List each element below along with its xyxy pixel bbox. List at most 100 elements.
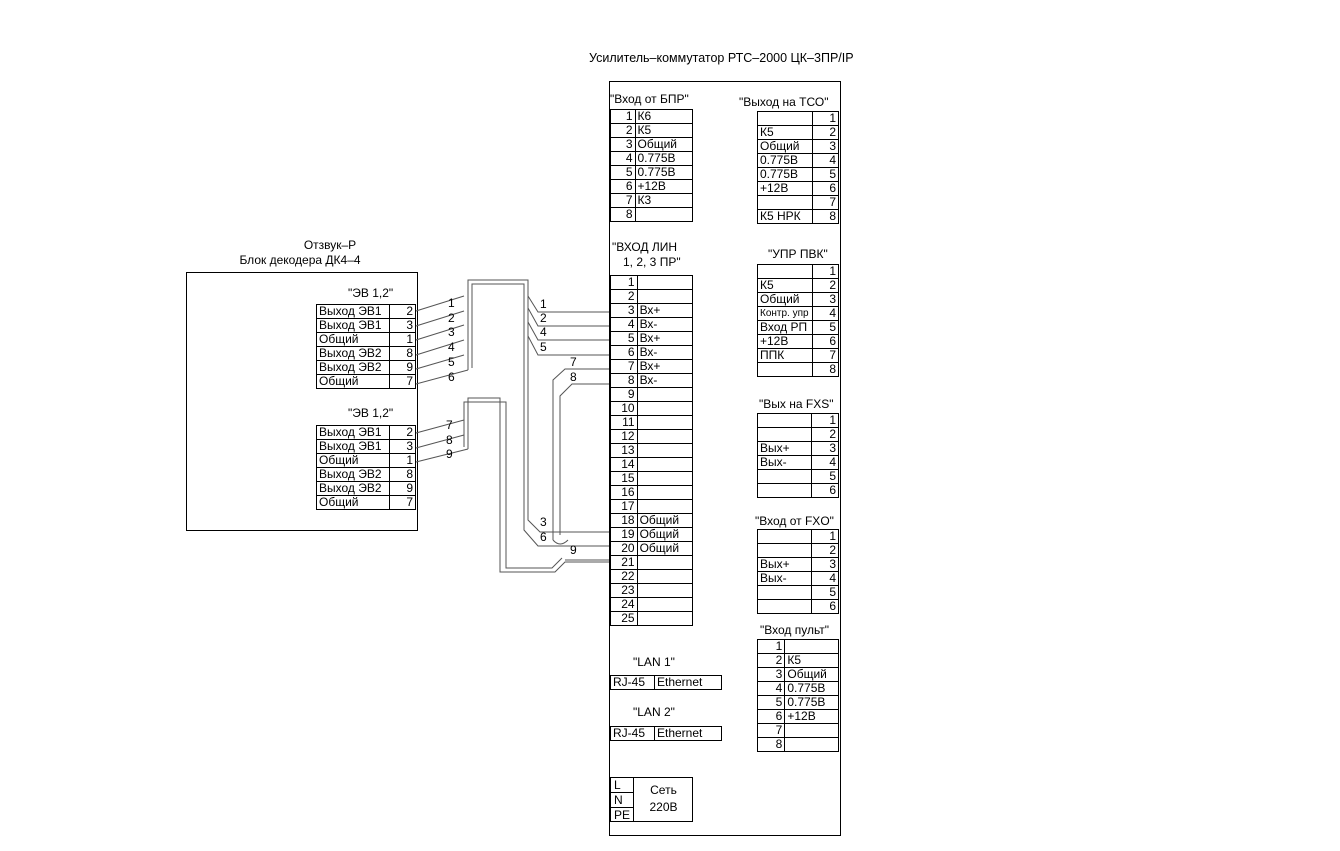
fxs-label: Вых+	[756, 441, 813, 456]
wire-label-left: 9	[446, 447, 453, 461]
tso-pin: 3	[811, 139, 840, 154]
cable-2	[467, 397, 609, 573]
bpr-label: К6	[634, 109, 693, 124]
lin-pin: 14	[610, 457, 638, 472]
wire-label-right: 1	[540, 297, 547, 311]
bpr-pin: 1	[610, 109, 636, 124]
fxs-label: Вых-	[756, 455, 813, 470]
tso-title: "Выход на ТСО"	[739, 95, 829, 109]
lan1-type: RJ-45	[610, 675, 655, 690]
pult-pin: 7	[756, 723, 786, 738]
fxo-pin: 3	[811, 557, 839, 572]
lin-pin: 16	[610, 485, 638, 500]
tso-label: 0.775В	[757, 153, 813, 168]
fxo-pin: 4	[811, 571, 839, 586]
fxs-row: Вых+3	[756, 441, 839, 456]
lin-label: Вх+	[636, 303, 694, 318]
device-pin-label: Общий	[316, 453, 390, 468]
pvk-label: Вход РП	[757, 320, 813, 335]
lan2-title: "LAN 2"	[633, 705, 675, 719]
lin-label: Вх+	[636, 331, 694, 346]
fxs-pin: 5	[811, 469, 839, 484]
lin-label	[636, 499, 694, 514]
tso-pin: 6	[811, 181, 840, 196]
wire-label-left: 5	[448, 355, 455, 369]
lin-row: 25	[610, 611, 694, 626]
lan1-title: "LAN 1"	[633, 655, 675, 669]
lin-row: 9	[610, 387, 694, 402]
lin-pin: 4	[610, 317, 638, 332]
lin-pin: 7	[610, 359, 638, 374]
fxs-pin: 1	[811, 413, 839, 428]
fxs-label	[756, 413, 813, 428]
lin-label: Вх-	[636, 373, 694, 388]
lin-pin: 11	[610, 415, 638, 430]
pvk-pin: 4	[811, 306, 840, 321]
wire-label-right: 7	[570, 355, 577, 369]
pult-pin: 8	[756, 737, 786, 752]
page-title: Усилитель–коммутатор РТС–2000 ЦК–3ПР/IP	[589, 51, 854, 65]
power-pin: N	[611, 793, 633, 808]
pvk-label: Общий	[757, 292, 813, 307]
wire-7	[415, 419, 465, 434]
lin-label	[636, 611, 694, 626]
pvk-row: 8	[757, 362, 840, 377]
bpr-pin: 4	[610, 151, 636, 166]
lin-row: 11	[610, 415, 694, 430]
lin-pin: 13	[610, 443, 638, 458]
fxo-row: 6	[756, 599, 839, 614]
wire-r2	[527, 307, 609, 327]
pult-pin: 4	[756, 681, 786, 696]
device-block1-title: "ЭВ 1,2"	[348, 286, 394, 300]
device-pin-label: Общий	[316, 374, 390, 389]
wire-loop	[552, 539, 569, 545]
tso-pin: 4	[811, 153, 840, 168]
lin-row: 12	[610, 429, 694, 444]
bpr-pin: 5	[610, 165, 636, 180]
pult-label	[784, 737, 839, 752]
lin-pin: 15	[610, 471, 638, 486]
pvk-label	[757, 264, 813, 279]
lin-pin: 18	[610, 513, 638, 528]
fxo-title: "Вход от FXO"	[755, 514, 834, 528]
bpr-pin: 7	[610, 193, 636, 208]
tso-pin: 5	[811, 167, 840, 182]
lin-pin: 25	[610, 611, 638, 626]
wire-r1	[527, 295, 609, 313]
wire-label-right: 2	[540, 311, 547, 325]
tso-pin: 7	[811, 195, 840, 210]
tso-label	[757, 111, 813, 126]
pult-row: 8	[756, 737, 839, 752]
lin-pin: 21	[610, 555, 638, 570]
wire-r5	[527, 335, 609, 356]
fxs-pin: 2	[811, 427, 839, 442]
pvk-title: "УПР ПВК"	[768, 247, 828, 261]
pvk-label: Контр. упр	[757, 306, 813, 321]
wire-5	[415, 354, 465, 370]
amplifier-box	[609, 81, 841, 836]
wire-2	[415, 310, 465, 327]
fxs-pin: 4	[811, 455, 839, 470]
pvk-pin: 3	[811, 292, 840, 307]
lin-label: Общий	[636, 527, 694, 542]
pvk-pin: 7	[811, 348, 840, 363]
fxo-label	[756, 529, 813, 544]
bpr-pin: 2	[610, 123, 636, 138]
lin-label	[636, 485, 694, 500]
bpr-label: Общий	[634, 137, 693, 152]
lan1-label: Ethernet	[654, 675, 722, 690]
pult-label: 0.775В	[784, 681, 839, 696]
device-pin-label: Выход ЭВ2	[316, 360, 390, 375]
fxo-pin: 6	[811, 599, 839, 614]
pvk-row: 1	[757, 264, 840, 279]
lin-label	[636, 275, 694, 290]
